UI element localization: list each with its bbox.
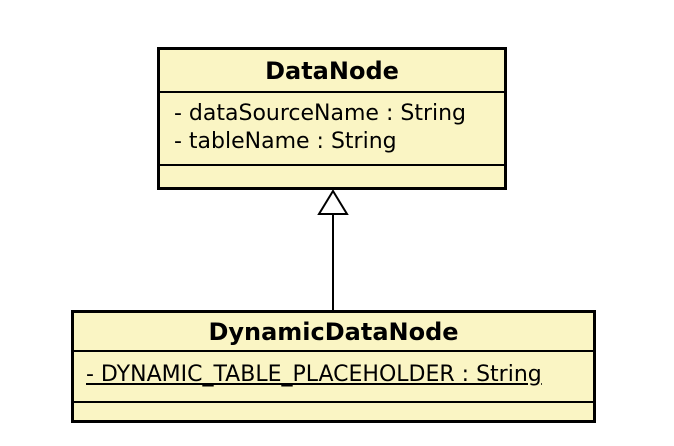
generalization-arrowhead-icon xyxy=(317,189,349,215)
class-attribute-static: - DYNAMIC_TABLE_PLACEHOLDER : String xyxy=(86,362,542,387)
attributes-compartment: - DYNAMIC_TABLE_PLACEHOLDER : String xyxy=(74,352,593,403)
class-attribute: - tableName : String xyxy=(174,129,397,154)
methods-compartment xyxy=(74,403,593,420)
class-name: DynamicDataNode xyxy=(208,317,459,346)
class-name: DataNode xyxy=(265,56,399,85)
class-title-compartment: DynamicDataNode xyxy=(74,313,593,352)
attributes-compartment: - dataSourceName : String - tableName : … xyxy=(160,93,504,166)
class-title-compartment: DataNode xyxy=(160,50,504,93)
class-box-datanode: DataNode - dataSourceName : String - tab… xyxy=(157,47,507,190)
class-box-dynamicdatanode: DynamicDataNode - DYNAMIC_TABLE_PLACEHOL… xyxy=(71,310,596,423)
class-attribute: - dataSourceName : String xyxy=(174,101,467,126)
methods-compartment xyxy=(160,166,504,187)
